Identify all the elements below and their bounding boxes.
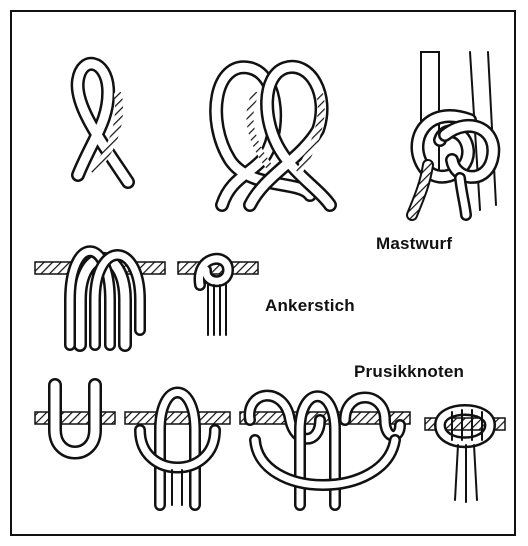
prusik-figure-3 xyxy=(240,396,410,505)
mastwurf-figure xyxy=(412,52,496,215)
ankerstich-figure-2 xyxy=(178,259,258,335)
prusik-figure-2 xyxy=(125,393,230,506)
prusik-figure-4 xyxy=(425,410,505,502)
label-prusikknoten: Prusikknoten xyxy=(354,362,464,382)
ankerstich-figure-1 xyxy=(35,251,165,345)
label-mastwurf: Mastwurf xyxy=(376,234,452,254)
loop-figure-1 xyxy=(78,64,128,182)
prusik-figure-1 xyxy=(35,385,115,453)
loop-figure-2 xyxy=(216,67,330,205)
label-ankerstich: Ankerstich xyxy=(265,296,355,316)
